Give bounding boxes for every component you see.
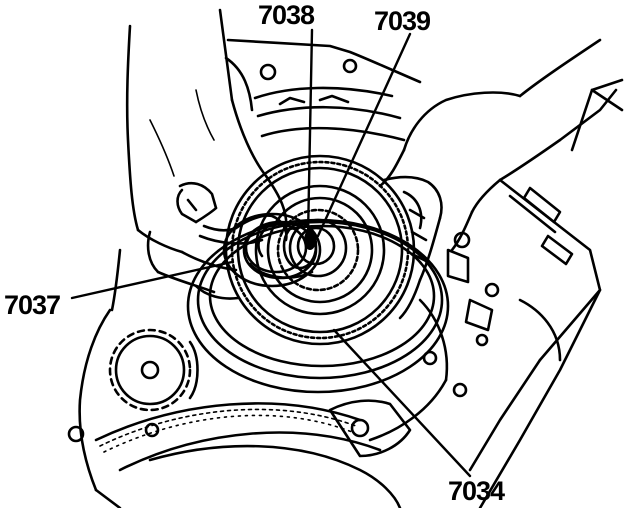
callout-7038: 7038 — [258, 0, 315, 30]
callouts: 7038 7039 7037 7034 — [4, 0, 506, 506]
left-hand — [125, 8, 288, 300]
leader-7039 — [316, 32, 412, 238]
callout-7034: 7034 — [448, 476, 505, 506]
transmission-case — [67, 38, 624, 508]
right-hand — [378, 38, 618, 320]
leader-7038 — [306, 28, 314, 238]
leader-7037 — [70, 260, 234, 300]
pump-gear — [108, 328, 199, 412]
callout-7039: 7039 — [374, 6, 431, 36]
clutch-assembly — [186, 154, 450, 394]
leader-7034 — [332, 328, 472, 478]
ring-gear — [94, 402, 362, 453]
callout-7037: 7037 — [4, 290, 60, 320]
leader-lines — [70, 28, 472, 478]
